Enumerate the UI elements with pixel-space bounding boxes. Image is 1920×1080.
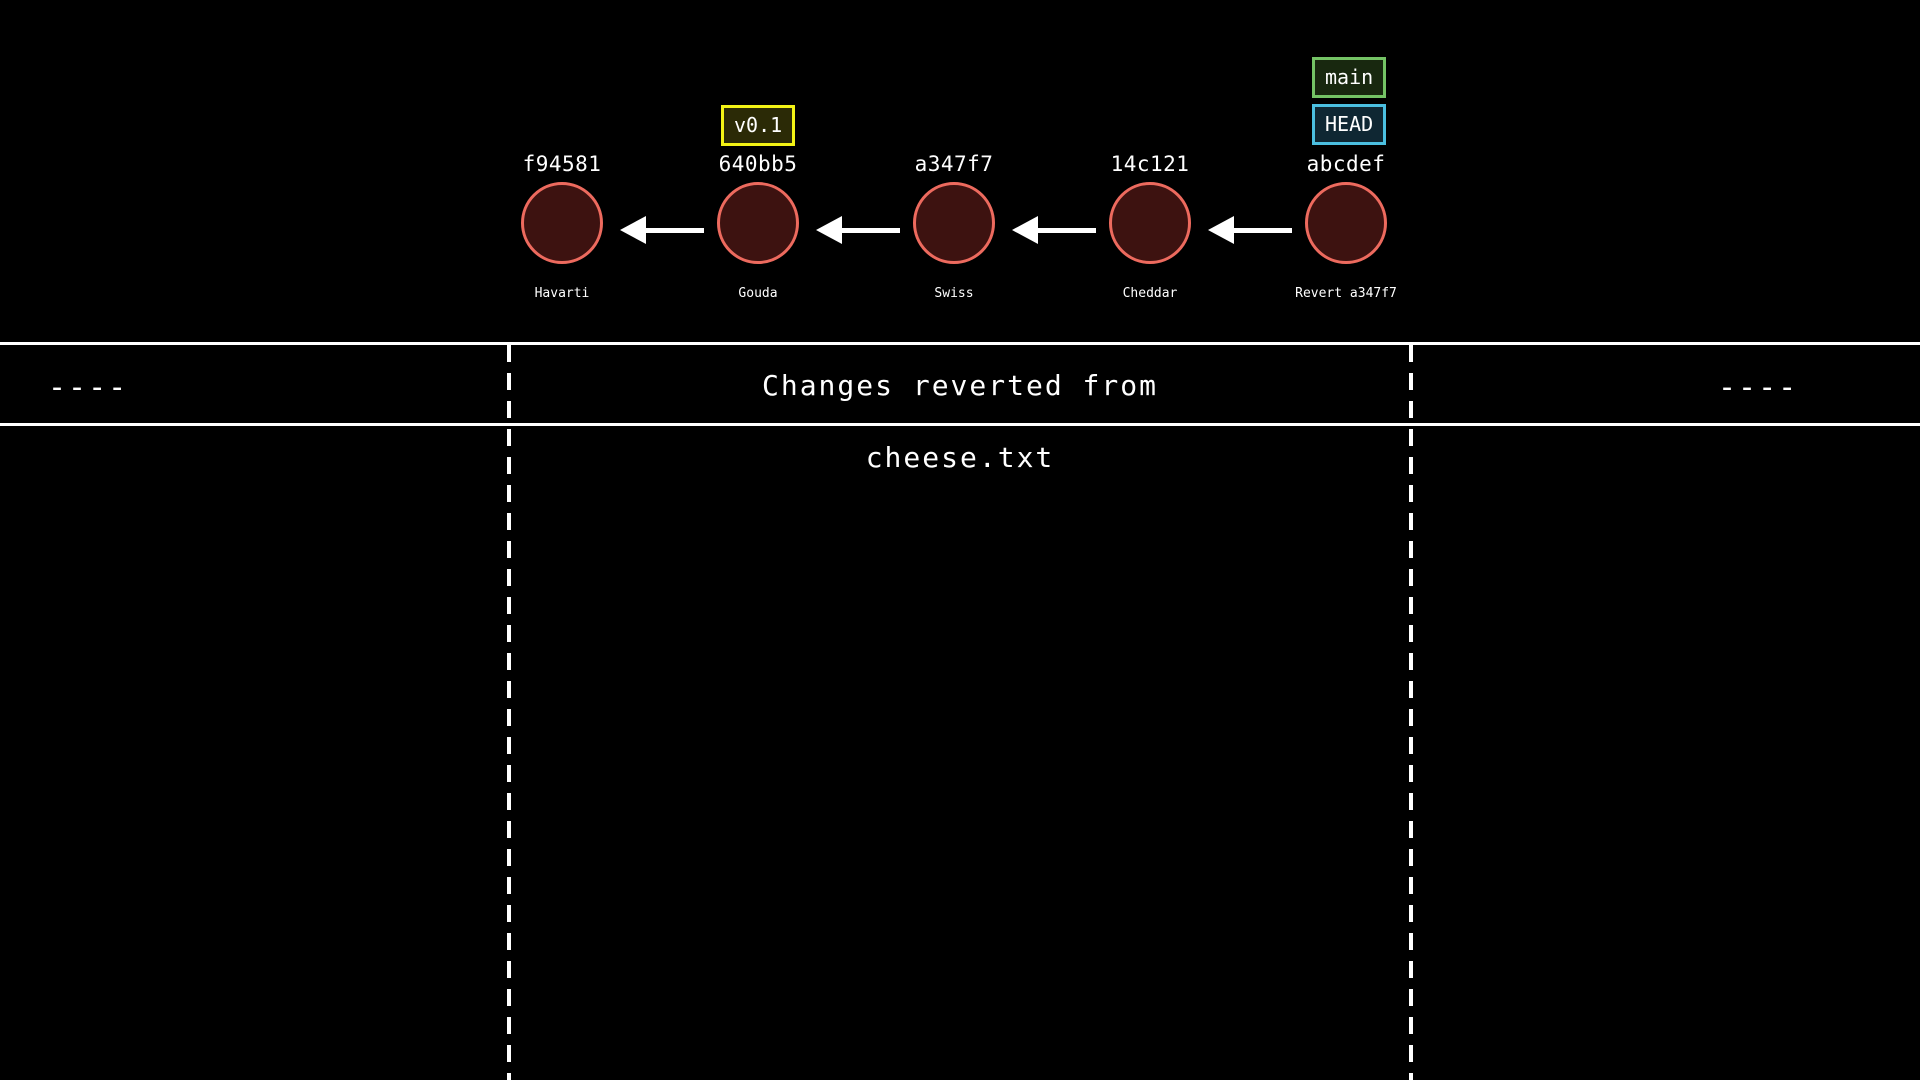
commit-hash-label: abcdef: [1306, 152, 1386, 176]
arrow-shaft: [1232, 228, 1292, 233]
arrow-head-icon: [620, 216, 646, 244]
revert-message-line-1: Changes reverted from: [761, 369, 1158, 402]
arrow-shaft: [1036, 228, 1096, 233]
panel-middle-rule: [0, 423, 1920, 426]
left-dash-marker: ----: [48, 370, 129, 405]
commit-node[interactable]: [913, 182, 995, 264]
arrow-shaft: [644, 228, 704, 233]
commit-hash-label: 640bb5: [718, 152, 798, 176]
arrow-head-icon: [1208, 216, 1234, 244]
tag-label: v0.1: [734, 113, 783, 137]
commit-node[interactable]: [717, 182, 799, 264]
arrow-shaft: [840, 228, 900, 233]
parent-arrow: [1012, 213, 1096, 247]
branch-label: main: [1325, 65, 1374, 89]
arrow-head-icon: [816, 216, 842, 244]
revert-message-line-2: cheese.txt: [865, 441, 1055, 474]
commit-message-label: Revert a347f7: [1295, 286, 1397, 301]
tag-badge-v0.1[interactable]: v0.1: [721, 105, 796, 146]
panel-top-rule: [0, 342, 1920, 345]
revert-message-panel: ---- ---- Changes reverted from cheese.t…: [0, 335, 1920, 1080]
commit-hash-label: a347f7: [914, 152, 994, 176]
commit-node[interactable]: [1109, 182, 1191, 264]
right-dash-marker: ----: [1718, 370, 1799, 405]
commit-hash-label: f94581: [522, 152, 602, 176]
commit-node[interactable]: [1305, 182, 1387, 264]
head-label: HEAD: [1325, 112, 1374, 136]
head-badge[interactable]: HEAD: [1312, 104, 1387, 145]
panel-right-separator: [1409, 345, 1413, 1080]
commit-message-label: Havarti: [534, 286, 590, 301]
commit-message-label: Gouda: [738, 286, 778, 301]
commit-node[interactable]: [521, 182, 603, 264]
panel-left-separator: [507, 345, 511, 1080]
commit-message-label: Cheddar: [1122, 286, 1178, 301]
commit-message-label: Swiss: [934, 286, 974, 301]
commit-graph: v0.1 main HEAD f94581 Havarti 640bb5 Gou…: [0, 0, 1920, 335]
parent-arrow: [816, 213, 900, 247]
branch-badge-main[interactable]: main: [1312, 57, 1387, 98]
commit-hash-label: 14c121: [1110, 152, 1190, 176]
parent-arrow: [620, 213, 704, 247]
arrow-head-icon: [1012, 216, 1038, 244]
parent-arrow: [1208, 213, 1292, 247]
